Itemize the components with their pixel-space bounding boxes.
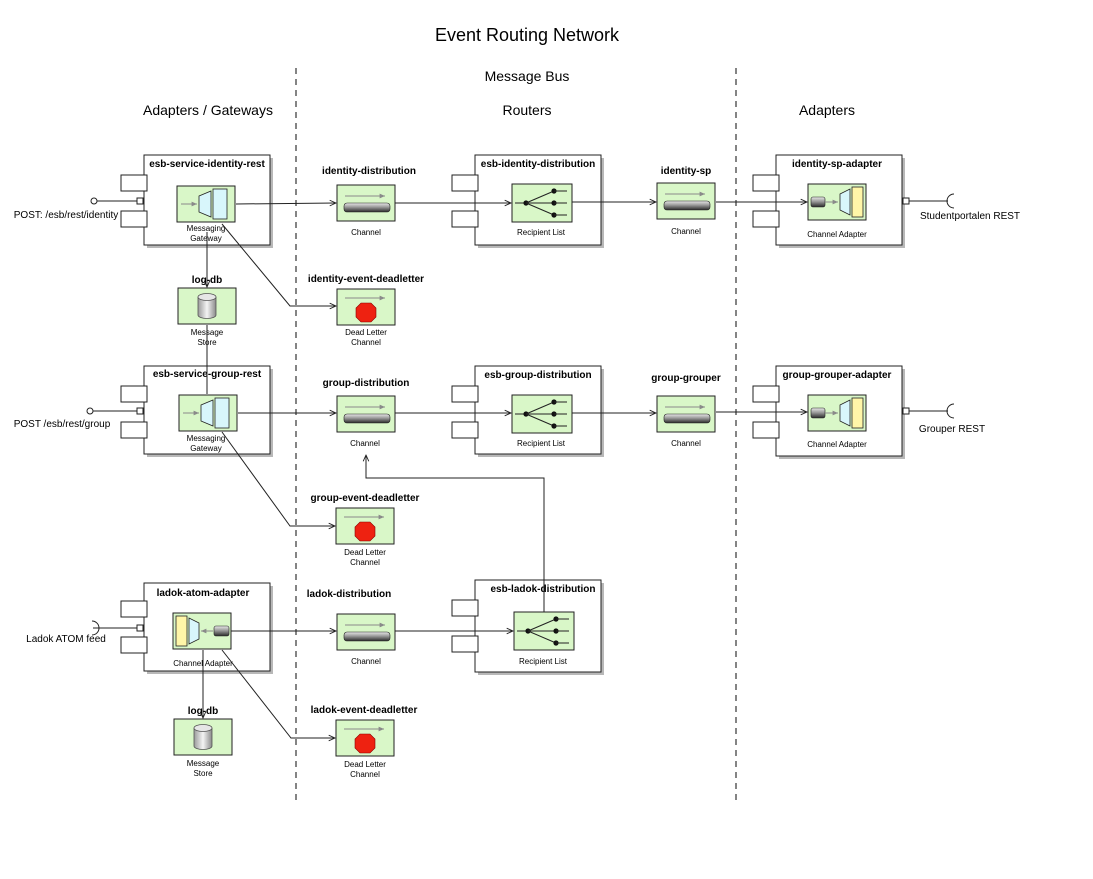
recipient-list-icon: [511, 183, 573, 223]
component-name: ladok-atom-adapter: [157, 588, 250, 599]
port-label: Grouper REST: [919, 424, 985, 435]
edge-gateway-to-identity-distribution: [235, 203, 336, 204]
router-esb-group-distribution[interactable]: esb-group-distribution Recipient List: [451, 365, 604, 457]
channel-icon: [337, 614, 395, 650]
required-interface-icon: [946, 403, 955, 419]
recipient-list-label: Recipient List: [517, 439, 566, 448]
port-identity-out: Studentportalen REST: [902, 193, 1020, 222]
messaging-gateway-label-line2: Gateway: [190, 444, 222, 453]
channel-adapter-icon: [173, 613, 231, 649]
channel-identity-distribution[interactable]: identity-distribution Channel: [322, 166, 416, 237]
messaging-gateway-icon: [179, 395, 237, 431]
port-label: POST: /esb/rest/identity: [14, 210, 119, 221]
channel-icon: [657, 183, 715, 219]
recipient-list-icon: [513, 611, 575, 651]
port-identity-in: POST: /esb/rest/identity: [14, 197, 144, 221]
port-group-in: POST /esb/rest/group: [14, 407, 144, 430]
channel-name: ladok-event-deadletter: [311, 705, 418, 716]
channel-identity-sp[interactable]: identity-sp Channel: [657, 166, 715, 236]
channel-name: identity-sp: [661, 166, 712, 177]
dead-letter-label-line1: Dead Letter: [344, 548, 386, 557]
dead-letter-icon: [336, 508, 394, 544]
message-store-icon: [173, 718, 233, 756]
router-name: esb-group-distribution: [484, 370, 591, 381]
messaging-gateway-icon: [177, 186, 235, 222]
port-label: Ladok ATOM feed: [26, 634, 106, 645]
component-name: esb-service-identity-rest: [149, 159, 265, 170]
section-adapters: Adapters: [799, 102, 855, 118]
section-adapters-gateways: Adapters / Gateways: [143, 102, 273, 118]
channel-ladok-distribution[interactable]: ladok-distribution Channel: [307, 589, 395, 666]
dead-letter-label-line2: Channel: [350, 558, 380, 567]
channel-icon: [657, 396, 715, 432]
dead-letter-icon: [336, 720, 394, 756]
edge-ladok-router-to-group-distribution: [366, 455, 545, 612]
component-group-grouper-adapter[interactable]: group-grouper-adapter Channel Adapter: [752, 365, 905, 459]
recipient-list-label: Recipient List: [519, 657, 568, 666]
router-esb-identity-distribution[interactable]: esb-identity-distribution Recipient List: [451, 154, 604, 248]
recipient-list-icon: [511, 394, 573, 434]
channel-adapter-label: Channel Adapter: [807, 440, 867, 449]
recipient-list-label: Recipient List: [517, 228, 566, 237]
channel-identity-event-deadletter[interactable]: identity-event-deadletter Dead Letter Ch…: [308, 274, 424, 347]
dead-letter-icon: [337, 289, 395, 325]
channel-type: Channel: [671, 439, 701, 448]
store-label-line1: Message: [187, 759, 220, 768]
router-name: esb-identity-distribution: [481, 159, 595, 170]
dead-letter-label-line2: Channel: [350, 770, 380, 779]
channel-ladok-event-deadletter[interactable]: ladok-event-deadletter Dead Letter Chann…: [311, 705, 418, 779]
port-label: Studentportalen REST: [920, 211, 1020, 222]
port-group-out: Grouper REST: [902, 403, 985, 435]
port-ladok-in: Ladok ATOM feed: [26, 620, 144, 645]
edge-gateway-to-identity-deadletter: [221, 223, 336, 306]
channel-name: group-distribution: [323, 378, 410, 389]
port-label: POST /esb/rest/group: [14, 419, 111, 430]
edge-adapter-to-ladok-deadletter: [221, 649, 335, 738]
message-store-icon: [177, 287, 237, 325]
provided-interface-icon: [86, 407, 94, 415]
channel-type: Channel: [351, 228, 381, 237]
channel-type: Channel: [671, 227, 701, 236]
channel-group-distribution[interactable]: group-distribution Channel: [323, 378, 410, 448]
channel-adapter-icon: [808, 395, 866, 431]
channel-adapter-label: Channel Adapter: [807, 230, 867, 239]
channel-name: identity-event-deadletter: [308, 274, 424, 285]
messaging-gateway-label-line1: Messaging: [187, 434, 226, 443]
messaging-gateway-label-line2: Gateway: [190, 234, 222, 243]
channel-name: ladok-distribution: [307, 589, 391, 600]
channel-group-grouper[interactable]: group-grouper Channel: [651, 373, 721, 448]
component-name: identity-sp-adapter: [792, 159, 882, 170]
section-message-bus: Message Bus: [485, 68, 570, 84]
component-identity-rest[interactable]: esb-service-identity-rest Messaging Gate…: [120, 154, 273, 248]
diagram-title: Event Routing Network: [435, 25, 620, 45]
component-name: group-grouper-adapter: [783, 370, 892, 381]
section-routers: Routers: [502, 102, 551, 118]
channel-name: identity-distribution: [322, 166, 416, 177]
edge-gateway-to-group-deadletter: [221, 431, 335, 526]
messaging-gateway-label-line1: Messaging: [187, 224, 226, 233]
channel-name: group-grouper: [651, 373, 721, 384]
channel-group-event-deadletter[interactable]: group-event-deadletter Dead Letter Chann…: [311, 493, 420, 567]
channel-type: Channel: [350, 439, 380, 448]
store-label-line2: Store: [193, 769, 213, 778]
channel-icon: [337, 396, 395, 432]
provided-interface-icon: [90, 197, 98, 205]
channel-icon: [337, 185, 395, 221]
channel-name: group-event-deadletter: [311, 493, 420, 504]
dead-letter-label-line1: Dead Letter: [344, 760, 386, 769]
channel-type: Channel: [351, 657, 381, 666]
connectors: [203, 202, 807, 738]
dead-letter-label-line2: Channel: [351, 338, 381, 347]
channel-adapter-icon: [808, 184, 866, 220]
required-interface-icon: [91, 620, 100, 636]
dead-letter-label-line1: Dead Letter: [345, 328, 387, 337]
component-identity-sp-adapter[interactable]: identity-sp-adapter Channel Adapter: [752, 154, 905, 248]
required-interface-icon: [946, 193, 955, 209]
router-name: esb-ladok-distribution: [491, 584, 596, 595]
component-ladok-atom-adapter[interactable]: ladok-atom-adapter Channel Adapter: [120, 582, 273, 674]
component-group-rest[interactable]: esb-service-group-rest Messaging Gateway: [120, 365, 273, 457]
router-esb-ladok-distribution[interactable]: esb-ladok-distribution Recipient List: [451, 579, 604, 675]
